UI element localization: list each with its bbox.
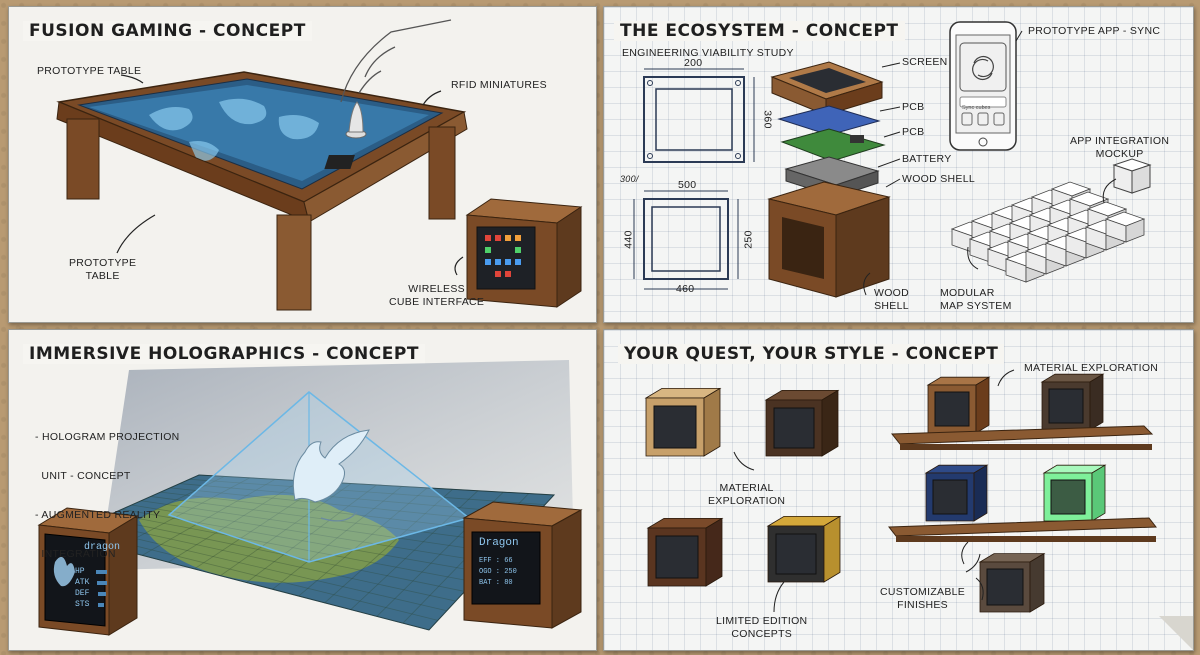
map-grid-line [131,504,492,563]
map-grid-line [141,500,501,554]
engineering-drawing [633,21,1152,298]
stat-row: HP [75,566,107,577]
stat-bar [96,569,107,574]
label-prototype-app-sync: PROTOTYPE APP - SYNC [1028,25,1161,37]
map-grid-line [246,484,377,583]
dim-left-height: 440 [622,230,635,249]
label-material-exploration-mid: MATERIAL EXPLORATION [708,482,786,507]
dim-right-height: 250 [742,230,755,249]
map-grid-line [179,483,537,515]
map-grid-line [298,487,428,597]
stat-label: STS [75,600,90,609]
map-grid-line [92,521,456,602]
page-corner-fold [1159,616,1193,650]
label-modular-map: MODULAR MAP SYSTEM [940,287,1012,312]
label-prototype-table-bottom: PROTOTYPE TABLE [69,257,137,282]
label-wood-shell-bottom: WOOD SHELL [874,287,910,312]
stone-cube-side [1029,552,1045,613]
stat-row: DEF [75,588,107,599]
panel-title: IMMERSIVE HOLOGRAPHICS - CONCEPT [23,344,425,364]
stat-bar [98,602,104,607]
label-customizable-finishes: CUSTOMIZABLE FINISHES [880,586,966,611]
stat-bar [98,591,106,596]
label-engineering-study: ENGINEERING VIABILITY STUDY [622,47,794,59]
map-grid-line [324,488,453,604]
prototype-table-illustration [56,19,583,311]
cube-screen [932,479,968,515]
cube-screen [1050,479,1086,515]
walnut-cube-side [821,389,839,457]
stat-row: ATK [75,577,107,588]
map-grid-line [83,526,447,612]
map-grid-line [189,478,546,506]
panel-title: FUSION GAMING - CONCEPT [23,21,312,41]
hologram-bullets: - HOLOGRAM PROJECTION UNIT - CONCEPT - A… [35,431,180,560]
painted-cube-side [973,464,988,522]
stat-row: STS [75,599,107,610]
label-layer-pcb-1: PCB [902,101,925,113]
label-material-exploration-top: MATERIAL EXPLORATION [1024,362,1159,374]
cube-screen [773,407,815,449]
cube-screen [934,391,970,427]
label-app-integration: APP INTEGRATION MOCKUP [1070,135,1170,160]
label-layer-battery: BATTERY [902,153,952,165]
shelf-cube-2-side [1089,373,1104,431]
label-layer-screen: SCREEN [902,56,948,68]
stat-label: HP [75,567,85,576]
label-wireless-cube: WIRELESS CUBE INTERFACE [389,283,485,308]
cube-screen [655,535,699,579]
map-grid-line [272,486,403,590]
dim-bottom-width: 460 [676,283,695,295]
panel-title: THE ECOSYSTEM - CONCEPT [614,21,905,41]
panel-holographics: IMMERSIVE HOLOGRAPHICS - CONCEPT [8,329,597,651]
glow-cube-side [1091,464,1106,522]
panel-quest: YOUR QUEST, YOUR STYLE - CONCEPT MATERIA… [603,329,1194,651]
dim-top-height: 360 [761,110,774,129]
right-cube-lines: EFF : 66 OGO : 250 BAT : 80 [479,557,517,587]
map-grid-line [220,483,352,577]
hologram-illustration [37,360,583,636]
panel-ecosystem: THE ECOSYSTEM - CONCEPT ENGINEERING VIAB… [603,6,1194,323]
dim-note: 300/ [620,174,639,184]
material-cubes-illustration [644,369,1157,613]
map-grid-line [112,513,474,583]
map-grid-line [350,490,479,610]
dark-wood-cube-side [705,517,723,587]
right-cube-name: Dragon [479,537,519,549]
label-prototype-table-top: PROTOTYPE TABLE [37,65,142,77]
stat-bar [97,580,107,585]
left-cube-stats: HP ATK DEF STS [75,566,107,610]
label-layer-pcb-2: PCB [902,126,925,138]
label-rfid-miniatures: RFID MINIATURES [451,79,547,91]
label-limited-edition: LIMITED EDITION CONCEPTS [716,615,808,640]
map-grid-line [160,491,519,534]
modular-cube-grid [950,181,1146,283]
map-grid-line [102,517,465,592]
panel-title: YOUR QUEST, YOUR STYLE - CONCEPT [618,344,1005,364]
map-grid-line [168,480,301,563]
shelf-cube-1-side [975,376,990,434]
panel-fusion-gaming: FUSION GAMING - CONCEPT [8,6,597,323]
cube-screen [986,568,1024,606]
cube-screen [1048,388,1084,424]
label-layer-wood-shell: WOOD SHELL [902,173,976,185]
map-grid-line [115,477,250,549]
dim-top-width: 200 [684,57,703,69]
left-cube-name: dragon [84,542,121,553]
map-grid-line [142,478,276,556]
stat-label: ATK [75,578,90,587]
stat-label: DEF [75,589,90,598]
app-sync-button[interactable]: Sync cubes [962,105,991,111]
map-tile-cube-side [1125,218,1145,243]
oak-cube-side [703,387,721,457]
dim-mid-width: 500 [678,179,697,191]
map-grid-line [198,474,555,496]
cube-screen [775,533,817,575]
cube-screen [653,405,697,449]
gold-cube-side [823,515,841,583]
